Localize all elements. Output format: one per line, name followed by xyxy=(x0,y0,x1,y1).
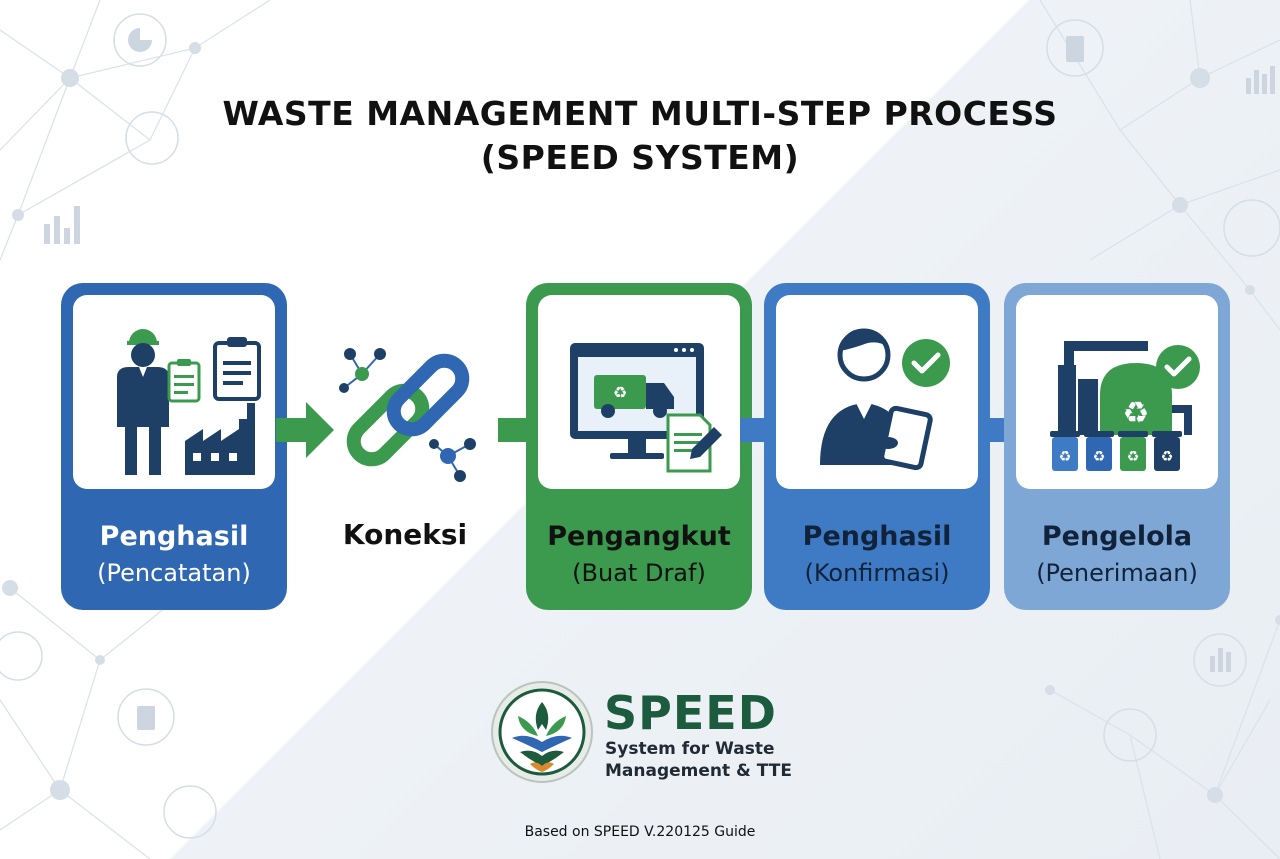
step-sublabel: (Buat Draf) xyxy=(572,559,706,587)
step-koneksi-label: Koneksi xyxy=(342,518,468,551)
svg-text:♻: ♻ xyxy=(1161,449,1174,465)
step-label: Penghasil xyxy=(99,521,249,552)
svg-text:♻: ♻ xyxy=(1059,449,1072,465)
person-tablet-icon xyxy=(820,328,950,471)
svg-text:♻: ♻ xyxy=(1093,449,1106,465)
chain-link-icon xyxy=(339,348,476,482)
computer-truck-icon: ♻ xyxy=(570,343,722,473)
step-sublabel: (Konfirmasi) xyxy=(804,559,950,587)
title-line-2: (SPEED SYSTEM) xyxy=(480,138,800,177)
recycle-bins-icon: ♻ ♻ ♻ ♻ xyxy=(1050,431,1182,471)
step-sublabel: (Penerimaan) xyxy=(1036,559,1198,587)
clipboard-icon xyxy=(167,359,201,403)
step-label: Penghasil xyxy=(802,521,952,552)
step-icon-panel: ♻ xyxy=(538,295,740,489)
diagram-title: WASTE MANAGEMENT MULTI-STEP PROCESS (SPE… xyxy=(0,92,1280,180)
svg-text:♻: ♻ xyxy=(1123,396,1150,431)
step-penghasil-konfirmasi: Penghasil (Konfirmasi) xyxy=(764,283,990,610)
logo-tagline-line-1: System for Waste xyxy=(605,739,775,759)
step-label: Pengelola xyxy=(1041,521,1193,552)
step-label: Pengangkut xyxy=(547,521,731,552)
document-edit-icon xyxy=(666,413,722,473)
step-icon-panel: ♻ ♻ ♻ ♻ ♻ xyxy=(1016,295,1218,489)
arrow-right-icon xyxy=(276,402,334,458)
footer-source-note: Based on SPEED V.220125 Guide xyxy=(524,824,756,840)
svg-text:♻: ♻ xyxy=(613,383,627,402)
checkmark-icon xyxy=(1156,345,1200,389)
step-pengelola-penerimaan: ♻ ♻ ♻ ♻ ♻ Pengelola (Penerimaan xyxy=(1004,283,1230,610)
speed-logo-icon xyxy=(491,681,593,783)
step-sublabel: (Pencatatan) xyxy=(97,559,251,587)
logo-tagline-line-2: Management & TTE xyxy=(605,761,792,781)
step-pengangkut-buat-draf: ♻ Pengangkut (Buat Draf) xyxy=(526,283,752,610)
factory-icon xyxy=(185,403,255,475)
recycling-plant-icon: ♻ ♻ ♻ ♻ ♻ xyxy=(1050,341,1200,471)
logo-tagline: System for Waste Management & TTE xyxy=(605,738,792,782)
worker-icon xyxy=(117,329,261,475)
step-icon-panel xyxy=(776,295,978,489)
step-penghasil-pencatatan: Penghasil (Pencatatan) xyxy=(61,283,287,610)
title-line-1: WASTE MANAGEMENT MULTI-STEP PROCESS xyxy=(222,94,1058,133)
svg-text:♻: ♻ xyxy=(1127,449,1140,465)
checkmark-icon xyxy=(902,339,950,387)
step-icon-panel xyxy=(73,295,275,489)
logo-name: SPEED xyxy=(604,686,777,740)
